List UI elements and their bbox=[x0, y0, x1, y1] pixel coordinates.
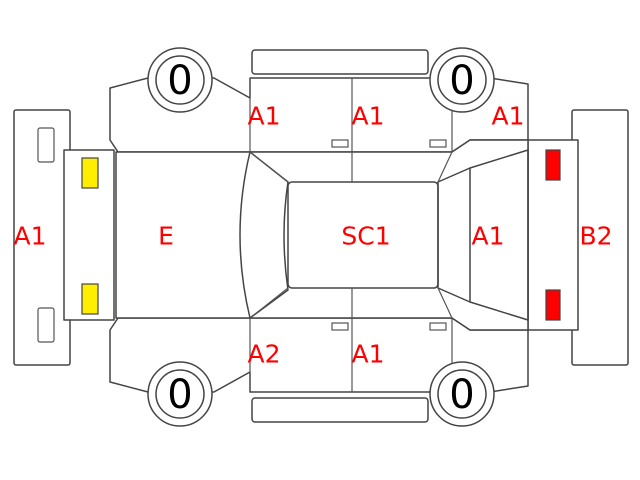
front-lamp-upper bbox=[81, 157, 99, 189]
rear-lamp-panel bbox=[527, 139, 579, 331]
bottom-side-skirt bbox=[251, 397, 429, 423]
code-front-bumper: A1 bbox=[13, 222, 46, 251]
tire-top-rear-value: 0 bbox=[449, 58, 474, 104]
tire-bottom-front-value: 0 bbox=[167, 372, 192, 418]
code-hood: E bbox=[158, 222, 174, 251]
top-side-skirt bbox=[251, 49, 429, 75]
code-roof: SC1 bbox=[341, 222, 390, 251]
tire-top-front: 0 bbox=[147, 47, 213, 113]
rear-lamp-upper bbox=[545, 149, 561, 181]
code-top-front-door: A1 bbox=[247, 102, 280, 131]
code-top-rear-fender: A1 bbox=[491, 102, 524, 131]
tire-top-rear: 0 bbox=[429, 47, 495, 113]
tire-top-front-value: 0 bbox=[167, 58, 192, 104]
code-bottom-rear-door: A1 bbox=[351, 340, 384, 369]
front-bumper-slot-lower bbox=[37, 307, 55, 343]
code-rear-glass: A1 bbox=[471, 222, 504, 251]
code-top-rear-door: A1 bbox=[351, 102, 384, 131]
front-lamp-panel bbox=[63, 149, 115, 321]
tire-bottom-front: 0 bbox=[147, 361, 213, 427]
top-view-body bbox=[115, 139, 529, 331]
tire-bottom-rear-value: 0 bbox=[449, 372, 474, 418]
code-rear-bumper: B2 bbox=[579, 222, 612, 251]
damage-codes: A1 E SC1 A1 B2 A1 A1 A1 A2 A1 bbox=[13, 102, 612, 369]
front-bumper-slot-upper bbox=[37, 127, 55, 163]
tire-bottom-rear: 0 bbox=[429, 361, 495, 427]
rear-lamp-lower bbox=[545, 289, 561, 321]
front-lamp-lower bbox=[81, 283, 99, 315]
code-bottom-front-door: A2 bbox=[247, 340, 280, 369]
